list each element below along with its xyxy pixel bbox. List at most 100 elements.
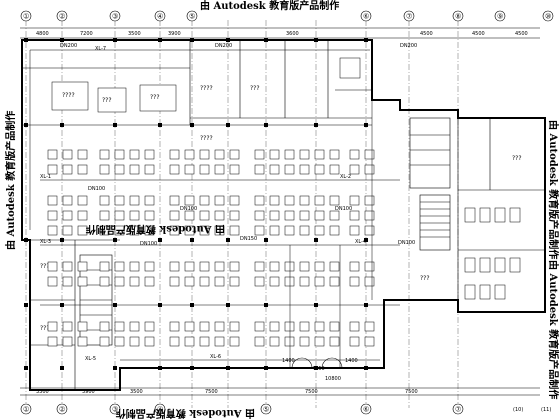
svg-text:10800: 10800 <box>325 376 341 382</box>
seat-table <box>144 164 155 175</box>
seat-table <box>47 164 58 175</box>
column <box>24 303 28 307</box>
seat-table <box>299 321 310 332</box>
svg-text:DN150: DN150 <box>240 236 257 242</box>
svg-text:7200: 7200 <box>80 31 93 37</box>
seat-table <box>269 164 280 175</box>
seat-table <box>169 276 180 287</box>
seat-table <box>349 164 360 175</box>
seat-table <box>169 261 180 272</box>
axis-top-1: ① <box>23 13 29 21</box>
seat-table <box>284 276 295 287</box>
seat-table <box>349 336 360 347</box>
bottom-axis-bubbles: ① ② ③ ④ ⑤ ⑥ ⑦ (10) (11) <box>20 403 551 415</box>
column <box>60 366 64 370</box>
room-left-bottom: ??? <box>40 325 50 332</box>
room-kitchen-c: ??? <box>150 94 160 101</box>
svg-text:7500: 7500 <box>305 389 318 395</box>
seat-table <box>349 261 360 272</box>
svg-text:1400: 1400 <box>282 358 295 364</box>
kitchen-equipment <box>51 57 361 113</box>
seat-table <box>349 276 360 287</box>
seat-table <box>329 225 340 236</box>
seat-table <box>254 149 265 160</box>
seat-table <box>184 210 195 221</box>
column <box>24 123 28 127</box>
seat-table <box>184 225 195 236</box>
seat-table <box>99 321 110 332</box>
seat-table <box>144 225 155 236</box>
seat-table <box>349 195 360 206</box>
room-right-mid: ??? <box>420 275 430 282</box>
column <box>158 238 162 242</box>
seat-table <box>349 149 360 160</box>
seat-table <box>299 261 310 272</box>
seat-table <box>299 149 310 160</box>
svg-text:4500: 4500 <box>472 31 485 37</box>
seat-table <box>144 276 155 287</box>
seat-table <box>214 336 225 347</box>
seat-table <box>99 195 110 206</box>
seat-table <box>77 210 88 221</box>
axis-bottom-4: ④ <box>157 406 163 414</box>
svg-text:XL-3: XL-3 <box>40 239 51 245</box>
seat-table <box>99 336 110 347</box>
seat-table <box>114 276 125 287</box>
room-right-top: ??? <box>512 155 522 162</box>
seat-table <box>144 195 155 206</box>
room-store-a: ???? <box>200 85 213 92</box>
sink-unit <box>339 57 361 79</box>
column <box>60 238 64 242</box>
seat-table <box>314 225 325 236</box>
seat-table <box>184 164 195 175</box>
entrance-doors <box>291 357 343 369</box>
seat-table <box>254 210 265 221</box>
seat-table <box>329 261 340 272</box>
seat-table <box>299 336 310 347</box>
seat-table <box>314 336 325 347</box>
seat-table <box>229 276 240 287</box>
seat-table <box>129 149 140 160</box>
seat-table <box>47 261 58 272</box>
column <box>60 38 64 42</box>
svg-text:DN100: DN100 <box>88 186 105 192</box>
seat-table <box>99 276 110 287</box>
column <box>364 366 368 370</box>
stove-block <box>51 81 89 111</box>
room-store-b: ??? <box>250 85 260 92</box>
seat-table <box>314 164 325 175</box>
svg-text:DN100: DN100 <box>140 241 157 247</box>
axis-top-7: ⑦ <box>406 13 412 21</box>
column <box>158 38 162 42</box>
seat-table <box>269 276 280 287</box>
watermark-bottom: 由 Autodesk 教育版产品制作 <box>116 407 255 420</box>
svg-text:XL-5: XL-5 <box>85 356 96 362</box>
dining-seating <box>47 149 375 347</box>
seat-table <box>254 336 265 347</box>
column <box>364 38 368 42</box>
seat-table <box>269 336 280 347</box>
seat-table <box>329 276 340 287</box>
axis-bottom-3: ③ <box>112 406 118 414</box>
seat-table <box>254 195 265 206</box>
seat-table <box>269 210 280 221</box>
svg-text:3500: 3500 <box>128 31 141 37</box>
seat-table <box>364 164 375 175</box>
svg-text:DN100: DN100 <box>398 240 415 246</box>
seat-table <box>199 321 210 332</box>
watermark-middle: 由 Autodesk 教育版产品制作 <box>86 223 225 236</box>
room-left-top: ??? <box>40 263 50 270</box>
axis-grid-lines <box>25 20 459 408</box>
svg-text:XL-6: XL-6 <box>210 354 221 360</box>
axis-bottom-11: (11) <box>541 407 551 413</box>
seat-table <box>364 149 375 160</box>
seat-table <box>62 261 73 272</box>
seat-table <box>47 276 58 287</box>
seat-table <box>254 261 265 272</box>
seat-table <box>349 225 360 236</box>
svg-text:7500: 7500 <box>405 389 418 395</box>
seat-table <box>144 336 155 347</box>
seat-table <box>62 210 73 221</box>
seat-table <box>99 149 110 160</box>
